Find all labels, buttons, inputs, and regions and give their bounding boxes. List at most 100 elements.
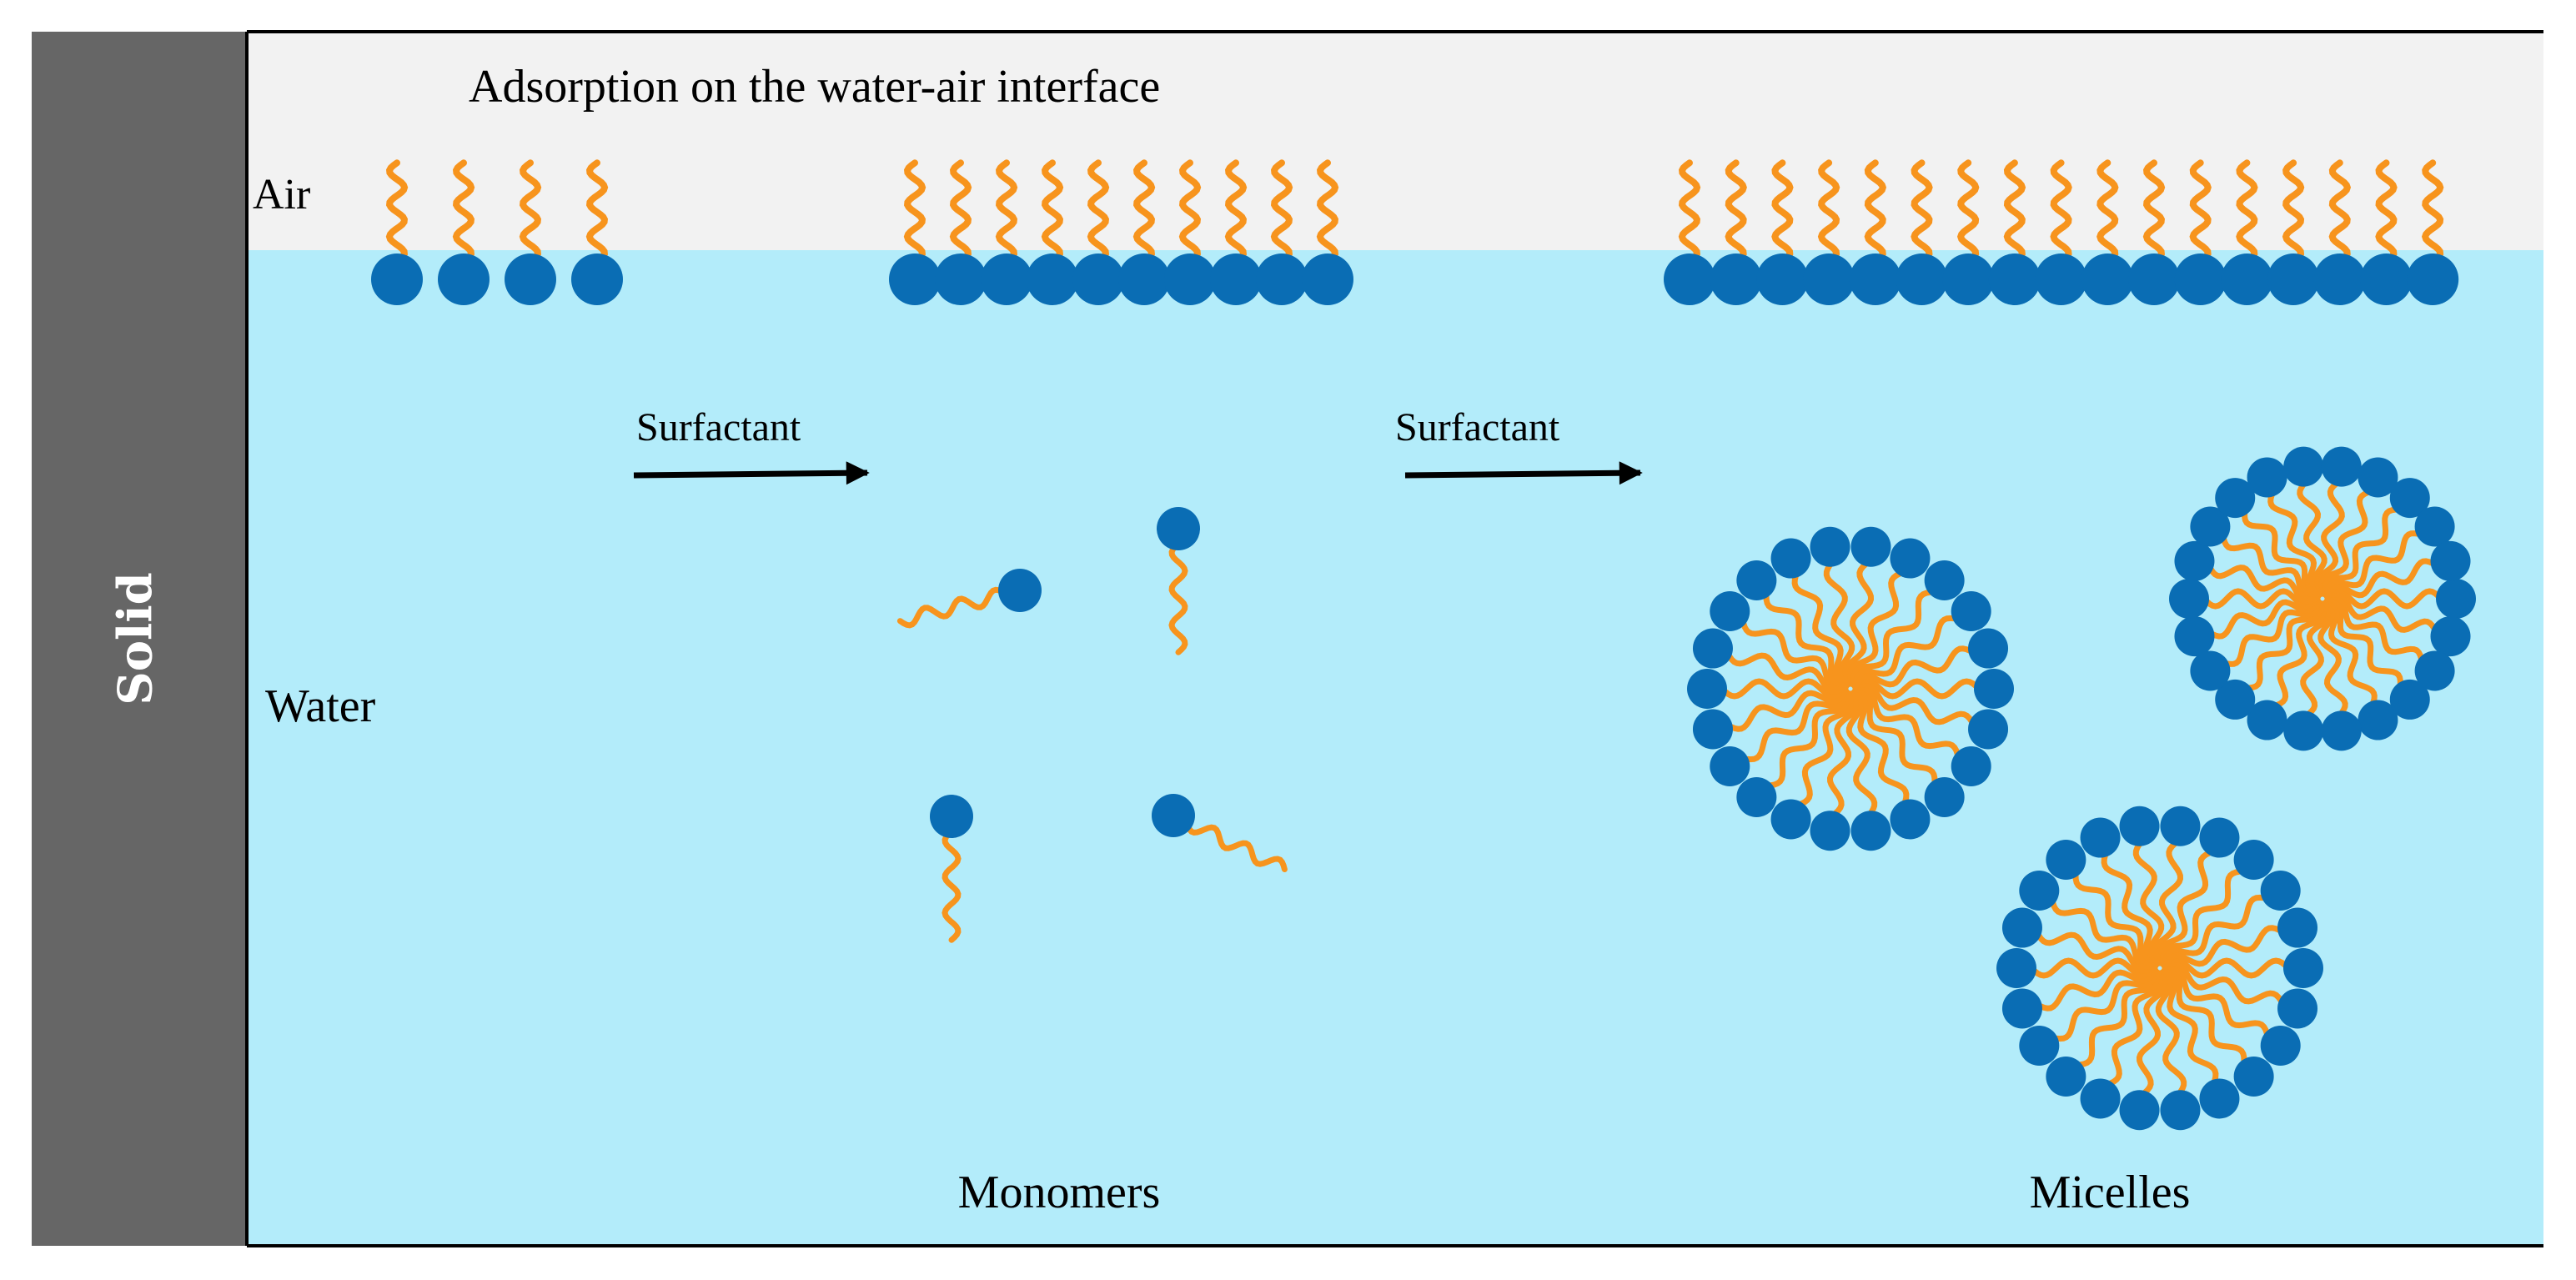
micelle-head <box>2190 506 2231 547</box>
micelle-head <box>2430 616 2471 657</box>
micelle <box>1687 526 2014 851</box>
surfactant-tail <box>1183 819 1288 872</box>
surfactant-tail <box>2050 159 2072 265</box>
micelle-tail <box>2162 957 2292 979</box>
micelle-tail <box>1852 678 1982 700</box>
micelle-tail <box>2242 600 2322 691</box>
micelle-head <box>2001 907 2042 948</box>
micelle-head <box>1850 811 1891 851</box>
micelle-tail <box>2300 600 2331 720</box>
micelle-head <box>2199 1078 2240 1119</box>
micelle-tail <box>2314 478 2345 597</box>
micelle-tail <box>2033 929 2158 974</box>
water-label: Water <box>265 680 376 732</box>
interface-surfactant <box>2174 159 2227 305</box>
micelle-head <box>1968 709 2009 750</box>
micelle-tail <box>2324 593 2439 635</box>
micelle-tail <box>1763 589 1850 688</box>
interface-surfactant <box>438 159 490 305</box>
micelle-head <box>2283 948 2323 988</box>
surfactant-layer-full <box>1664 159 2459 305</box>
micelle-tail <box>2136 970 2168 1098</box>
micelle-tail <box>2297 478 2327 597</box>
micelle-tail <box>2322 600 2378 710</box>
surfactant-head <box>1942 253 1995 305</box>
micelle-head <box>1974 669 2014 709</box>
micelle-head <box>2321 446 2362 487</box>
micelle-head <box>1968 628 2009 669</box>
interface-surfactant <box>1803 159 1855 305</box>
micelle-head <box>1692 628 1733 669</box>
micelle-head <box>2160 1090 2201 1131</box>
water-region <box>247 250 2543 1246</box>
monomers-label: Monomers <box>958 1167 1161 1218</box>
micelle-tail <box>2242 506 2322 598</box>
micelle-tail <box>1842 559 1875 687</box>
arrow-label-second: Surfactant <box>1395 405 1560 449</box>
micelle-tail <box>2033 966 2158 1011</box>
surfactant-tail <box>2142 159 2166 265</box>
micelle-tail <box>2201 588 2321 610</box>
surfactant-head <box>1756 253 1809 305</box>
surfactant-head <box>1072 253 1124 305</box>
surfactant-tail <box>896 586 1008 629</box>
interface-surfactant <box>1072 159 1124 305</box>
surfactant-head <box>2267 253 2320 305</box>
surfactant-tail <box>1087 159 1110 265</box>
micelle-tail <box>1724 687 1849 732</box>
micelle-head <box>2174 616 2215 657</box>
micelles-group <box>1687 446 2476 1131</box>
surfactant-head <box>1302 253 1353 305</box>
surfactant-tail <box>1168 540 1188 655</box>
micelle-head <box>2001 988 2042 1029</box>
surfactant-tail <box>452 159 475 265</box>
interface-surfactant <box>1027 159 1078 305</box>
surfactant-head <box>1803 253 1855 305</box>
micelle-head <box>1710 745 1750 786</box>
surfactant-head <box>2128 253 2180 305</box>
interface-surfactant <box>2128 159 2180 305</box>
micelle-tail <box>1823 559 1855 687</box>
interface-surfactant <box>1118 159 1170 305</box>
surfactant-head <box>2035 253 2087 305</box>
micelle-tail <box>2155 970 2187 1098</box>
micelle-tail <box>2318 488 2375 597</box>
micelle-tail <box>2220 598 2322 667</box>
micelle-head <box>2119 806 2160 846</box>
surfactant-head <box>2313 253 2366 305</box>
micelle-tail <box>1846 569 1907 687</box>
surfactant-tail <box>2282 159 2305 265</box>
surfactant-tail <box>2003 159 2026 265</box>
surfactant-layer-low <box>371 159 623 305</box>
micelle-head <box>2215 679 2256 720</box>
surfactant-tail <box>1678 159 1701 265</box>
micelle-tail <box>2317 600 2348 720</box>
micelle <box>1996 806 2323 1131</box>
micelle-head <box>1951 745 1991 786</box>
interface-surfactant <box>2081 159 2134 305</box>
micelle-tail <box>2324 558 2439 600</box>
solid-wall <box>32 32 247 1246</box>
micelle-head <box>1951 591 1991 632</box>
micelle-tail <box>1850 690 1910 809</box>
interface-surfactant <box>1988 159 2041 305</box>
micelle-tail <box>1851 687 1962 761</box>
micelle-tail <box>1845 690 1878 819</box>
surfactant-head <box>1896 253 1948 305</box>
micelle-head <box>2019 871 2060 911</box>
micelle-head <box>1770 538 1811 579</box>
micelle-head <box>1996 948 2036 988</box>
surfactant-head <box>930 795 973 838</box>
micelle-head <box>2389 478 2430 519</box>
micelle-tail <box>1852 645 1977 690</box>
micelle-tail <box>1719 678 1849 700</box>
micelle-head <box>2215 478 2256 519</box>
micelle-head <box>1736 776 1777 817</box>
interface-surfactant <box>2035 159 2087 305</box>
micelle-head <box>1924 560 1965 601</box>
surfactant-tail <box>1316 159 1339 265</box>
micelle-head <box>2389 679 2430 720</box>
interface-surfactant <box>2313 159 2366 305</box>
surfactant-head <box>571 253 623 305</box>
